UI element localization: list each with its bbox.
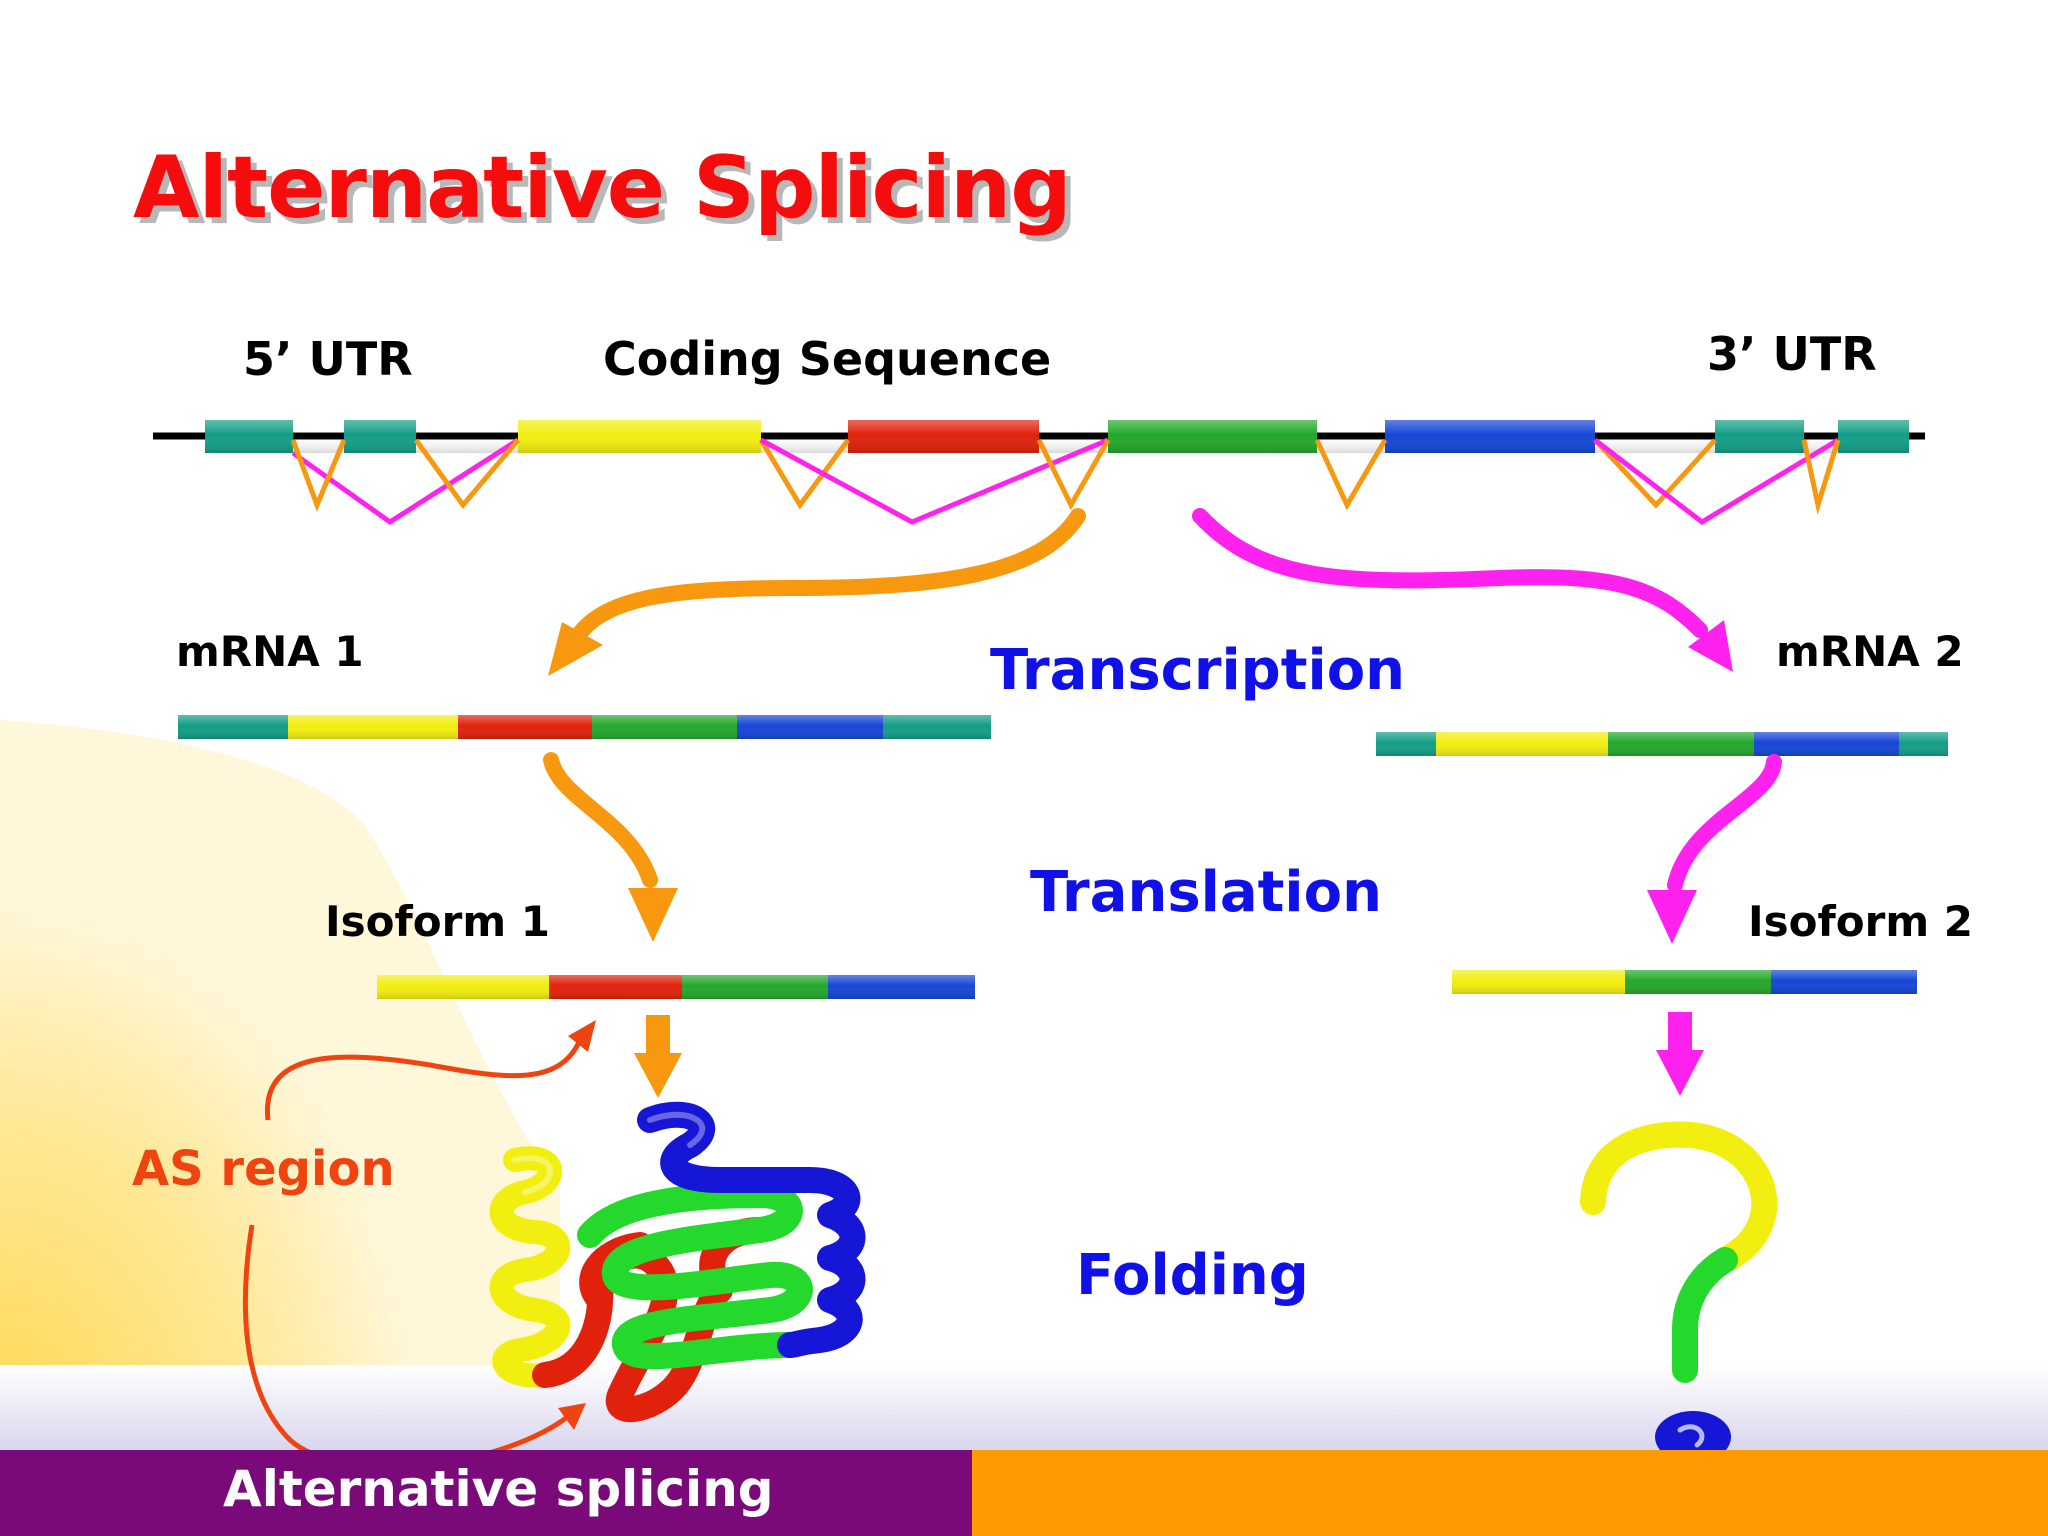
label-utr3: 3’ UTR (1707, 327, 1877, 381)
arrow-mrna1-to-isoform1-head (628, 888, 678, 942)
as-region-arrow-up (265, 1038, 583, 1121)
splice-pink-1 (291, 437, 520, 526)
splice-orange-7 (1801, 439, 1841, 515)
arrow-fold-1 (634, 1015, 682, 1098)
mrna1-strip (178, 715, 991, 739)
splice-pink-3 (1593, 437, 1840, 526)
arrow-fold-2 (1656, 1012, 1704, 1096)
mrna2-strip (1376, 732, 1948, 756)
footer-bar-left (0, 1450, 972, 1536)
splice-orange-1 (290, 439, 347, 512)
splice-orange-6 (1593, 438, 1717, 509)
footer-text: Alternative splicing (223, 1460, 774, 1518)
step-folding: Folding (1076, 1243, 1309, 1308)
label-isoform1: Isoform 1 (325, 897, 550, 946)
label-as-region: AS region (132, 1141, 395, 1197)
arrow-to-mrna2 (1192, 508, 1708, 638)
folded-protein-icon (489, 1101, 866, 1423)
gene-exons (205, 420, 1909, 453)
background-yellow-wedge (0, 720, 560, 1450)
splice-orange-5 (1314, 438, 1388, 511)
isoform2-strip (1452, 970, 1917, 994)
splice-orange-3 (758, 438, 851, 510)
step-transcription: Transcription (990, 638, 1406, 703)
isoform1-strip (377, 975, 975, 999)
floor-band (0, 1365, 2048, 1450)
as-region-arrow-up-head (568, 1020, 596, 1052)
arrow-to-mrna2-head (1688, 620, 1733, 672)
footer-bar-right (972, 1450, 2048, 1536)
arrow-mrna1-to-isoform1 (543, 752, 658, 888)
as-region-arrow-down-head (558, 1403, 586, 1430)
arrow-to-mrna1-head (548, 622, 603, 676)
splice-orange-4 (1036, 438, 1111, 511)
label-utr5: 5’ UTR (243, 332, 413, 386)
splice-orange-2 (413, 438, 520, 510)
arrow-mrna2-to-isoform2-head (1647, 890, 1697, 944)
splice-pink-2 (759, 437, 1109, 525)
arrow-to-mrna1 (567, 508, 1086, 648)
step-translation: Translation (1030, 860, 1382, 925)
arrow-mrna2-to-isoform2 (1667, 754, 1782, 893)
label-coding-sequence: Coding Sequence (603, 332, 1052, 386)
label-mrna1: mRNA 1 (176, 627, 364, 676)
slide-title: Alternative Splicing (133, 138, 1072, 238)
label-mrna2: mRNA 2 (1776, 627, 1964, 676)
label-isoform2: Isoform 2 (1748, 897, 1973, 946)
